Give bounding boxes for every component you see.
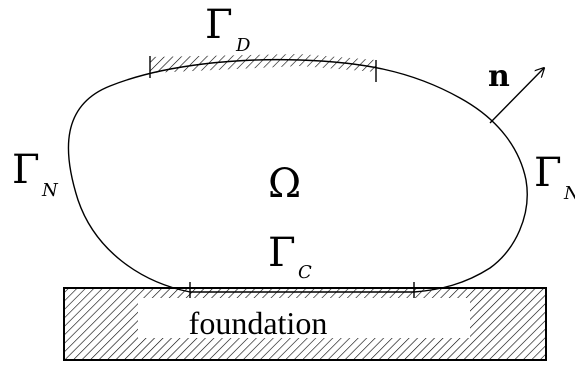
foundation-label-background [138,298,470,338]
gamma-n-right-symbol: Γ [534,150,562,196]
dirichlet-boundary [149,54,377,82]
foundation-label: foundation [189,305,328,341]
normal-vector-arrow [489,68,544,124]
gamma-c-symbol: Γ [268,230,296,276]
normal-vector-label: n [488,59,510,94]
gamma-n-right-subscript: N [563,183,575,204]
dirichlet-hatch [150,54,376,73]
gamma-n-left-symbol: Γ [12,147,40,193]
gamma-d-symbol: Γ [205,2,233,48]
foundation-block: foundation [63,287,547,361]
gamma-n-left-subscript: N [41,180,59,201]
gamma-c-subscript: C [298,262,312,283]
domain-omega-label: Ω [268,161,301,207]
gamma-d-subscript: D [235,35,251,56]
